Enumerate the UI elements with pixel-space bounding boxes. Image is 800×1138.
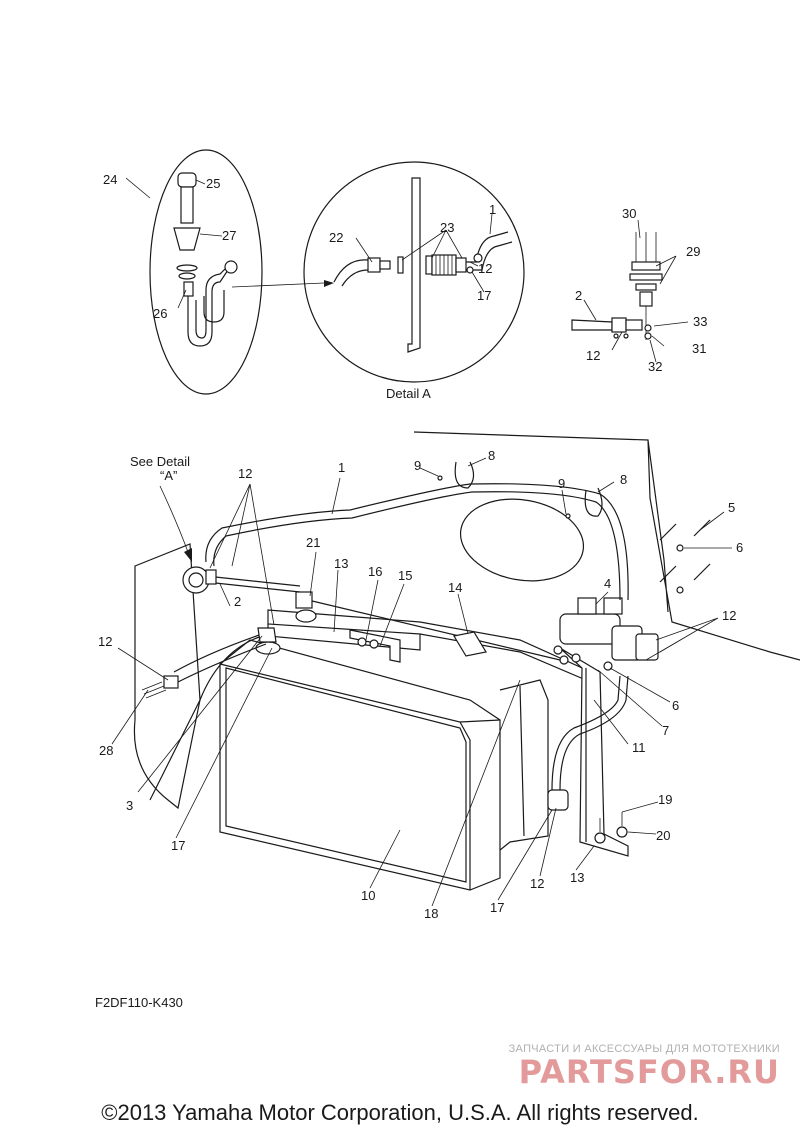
callout-16: 16 [368,564,382,579]
callout-8-left: 8 [488,448,495,463]
callout-5: 5 [728,500,735,515]
callout-15: 15 [398,568,412,583]
callout-6-bottom: 6 [672,698,679,713]
callout-7: 7 [662,723,669,738]
callout-2-main: 2 [234,594,241,609]
callout-2-top: 2 [575,288,582,303]
watermark-logo: PARTSFOR.RU [518,1053,780,1091]
callout-27: 27 [222,228,236,243]
copyright-notice: ©2013 Yamaha Motor Corporation, U.S.A. A… [101,1100,699,1125]
callout-23: 23 [440,220,454,235]
callout-24: 24 [103,172,117,187]
fittings [141,461,711,844]
callout-31: 31 [692,341,706,356]
diagram-code: F2DF110-K430 [95,995,183,1010]
callout-labels: 24 25 27 26 22 23 1 12 17 30 29 2 33 12 … [98,172,743,921]
callout-4: 4 [604,576,611,591]
callout-17-left: 17 [171,838,185,853]
callout-3: 3 [126,798,133,813]
callout-11: 11 [632,740,646,755]
assembly-oval-24 [149,149,263,395]
callout-12-top: 12 [586,348,600,363]
callout-1-main: 1 [338,460,345,475]
callout-14: 14 [448,580,462,595]
hull-panel [133,431,800,810]
callout-19: 19 [658,792,672,807]
callout-21: 21 [306,535,320,550]
callout-12-main: 12 [238,466,252,481]
see-detail-line1: See Detail [130,454,190,469]
callout-12-right: 12 [722,608,736,623]
watermark: ЗАПЧАСТИ И АКСЕССУАРЫ ДЛЯ МОТОТЕХНИКИ PA… [480,1043,780,1089]
watermark-tagline: ЗАПЧАСТИ И АКСЕССУАРЫ ДЛЯ МОТОТЕХНИКИ [508,1043,780,1055]
callout-18: 18 [424,906,438,921]
callout-30: 30 [622,206,636,221]
assembly-29-33 [571,232,663,340]
callout-17-detail: 17 [477,288,491,303]
leader-lines [111,177,732,907]
callout-13-bottom: 13 [570,870,584,885]
callout-13-top: 13 [334,556,348,571]
callout-12-detail: 12 [478,261,492,276]
see-detail-line2: “A” [160,468,177,483]
callout-17-bottom: 17 [490,900,504,915]
callout-8-right: 8 [620,472,627,487]
callout-6-top: 6 [736,540,743,555]
callout-9-right: 9 [558,476,565,491]
callout-25: 25 [206,176,220,191]
callout-33: 33 [693,314,707,329]
detail-a-view [303,161,525,383]
callout-32: 32 [648,359,662,374]
water-tank [219,609,601,891]
bracket-11 [559,647,629,857]
callout-29: 29 [686,244,700,259]
callout-12-bottom: 12 [530,876,544,891]
detail-a-caption: Detail A [386,386,431,401]
callout-22: 22 [329,230,343,245]
callout-20: 20 [656,828,670,843]
hoses [149,483,629,801]
pump-4 [553,597,659,671]
callout-1-detail: 1 [489,202,496,217]
callout-12-left: 12 [98,634,112,649]
callout-9-left: 9 [414,458,421,473]
callout-28: 28 [99,743,113,758]
callout-26: 26 [153,306,167,321]
callout-10: 10 [361,888,375,903]
